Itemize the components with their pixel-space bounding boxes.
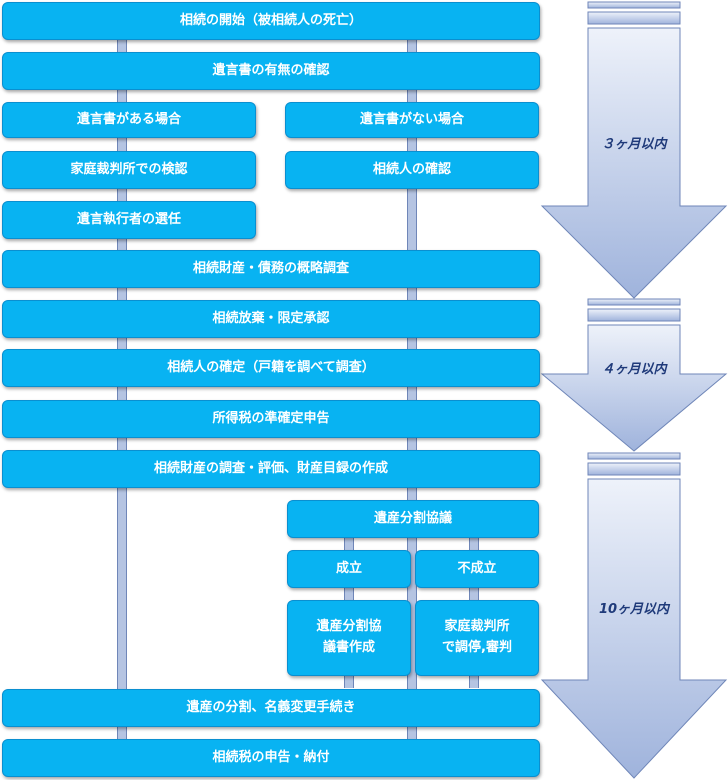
step-start: 相続の開始（被相続人の死亡） — [2, 2, 540, 40]
step-executor: 遺言執行者の選任 — [2, 201, 256, 239]
connector-center — [407, 40, 417, 740]
step-agreement-doc: 遺産分割協 議書作成 — [287, 600, 411, 676]
step-agreed: 成立 — [287, 550, 411, 588]
step-division-talk: 遺産分割協議 — [287, 500, 539, 538]
court-line-1: 家庭裁判所 — [444, 619, 510, 635]
step-renounce: 相続放棄・限定承認 — [2, 300, 540, 338]
step-will-yes: 遺言書がある場合 — [2, 102, 256, 138]
step-appraisal: 相続財産の調査・評価、財産目録の作成 — [2, 450, 540, 488]
step-survey: 相続財産・債務の概略調査 — [2, 250, 540, 288]
step-will-no: 遺言書がない場合 — [285, 102, 539, 138]
step-not-agreed: 不成立 — [415, 550, 539, 588]
step-will-check: 遺言書の有無の確認 — [2, 52, 540, 90]
connector-left — [117, 40, 127, 740]
agreement-doc-line-2: 議書作成 — [322, 640, 375, 655]
court-line-2: で調停,審判 — [442, 640, 512, 655]
step-probate: 家庭裁判所での検認 — [2, 151, 256, 189]
step-income-tax: 所得税の準確定申告 — [2, 400, 540, 438]
step-tax-filing: 相続税の申告・納付 — [2, 739, 540, 777]
step-transfer: 遺産の分割、名義変更手続き — [2, 689, 540, 727]
deadline-10-months: 10ヶ月以内 — [598, 602, 670, 617]
arrow-4-months — [540, 298, 728, 452]
deadline-4-months: ４ヶ月以内 — [601, 362, 667, 377]
arrow-10-months — [540, 452, 728, 779]
step-heirs-fix: 相続人の確定（戸籍を調べて調査） — [2, 349, 540, 387]
agreement-doc-line-1: 遺産分割協 — [316, 619, 382, 635]
step-heirs-check: 相続人の確認 — [285, 151, 539, 189]
arrow-3-months — [540, 1, 728, 299]
step-court: 家庭裁判所 で調停,審判 — [415, 600, 539, 676]
deadline-3-months: ３ヶ月以内 — [601, 137, 667, 152]
